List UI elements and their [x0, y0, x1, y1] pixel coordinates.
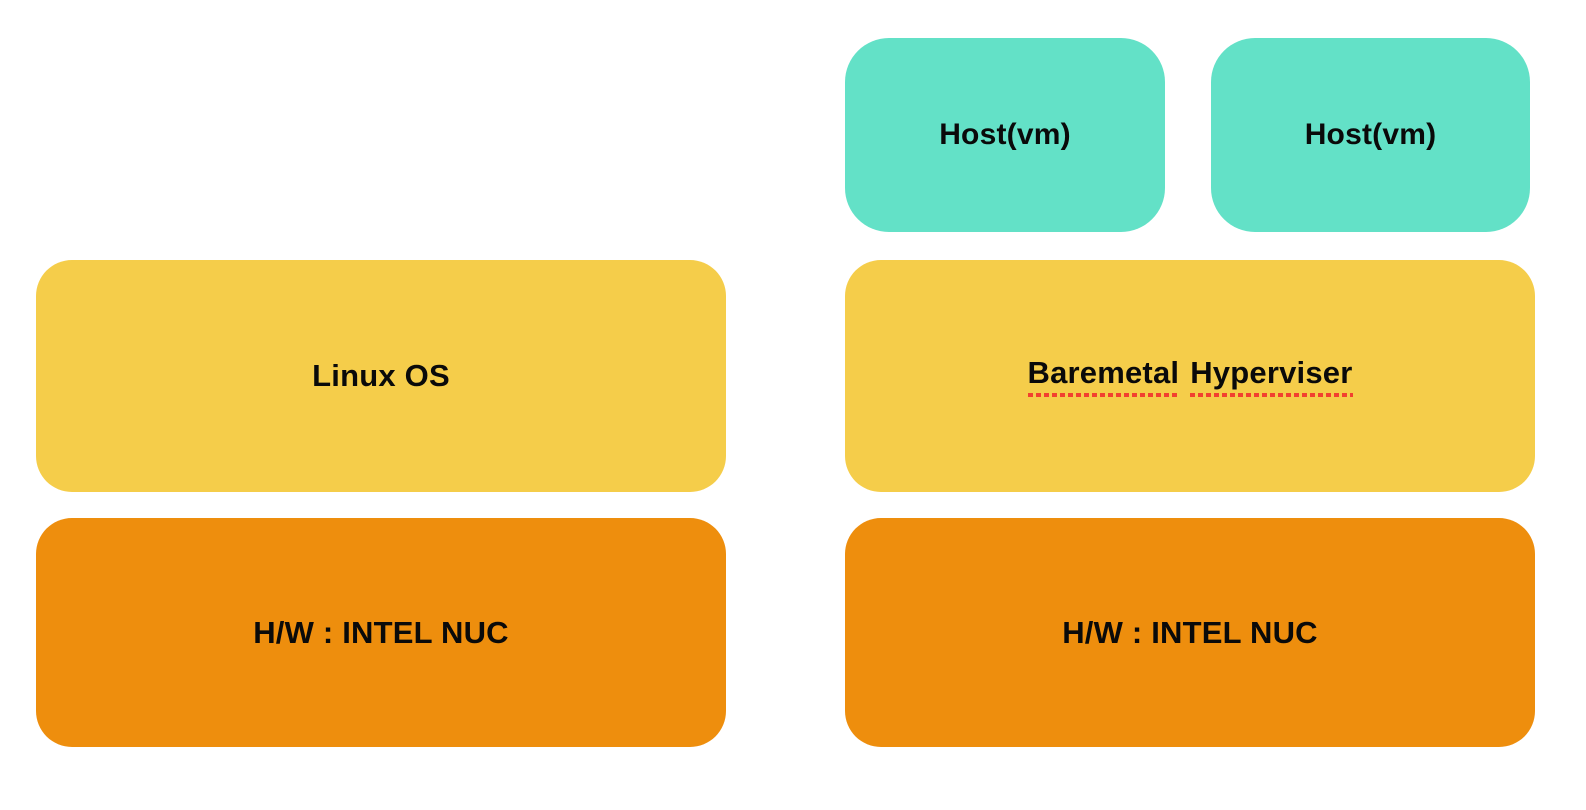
host-vm-1-label: Host(vm) — [939, 118, 1071, 151]
hypervisor-word-baremetal: Baremetal — [1027, 355, 1180, 397]
hardware-right-box: H/W : INTEL NUC — [845, 518, 1535, 747]
hardware-left-box: H/W : INTEL NUC — [36, 518, 726, 747]
host-vm-2-box: Host(vm) — [1211, 38, 1530, 232]
hypervisor-word-hyperviser: Hyperviser — [1190, 355, 1353, 397]
host-vm-1-box: Host(vm) — [845, 38, 1165, 232]
hardware-left-label: H/W : INTEL NUC — [253, 614, 509, 650]
host-vm-2-label: Host(vm) — [1304, 118, 1437, 151]
baremetal-hypervisor-label: Baremetal Hyperviser — [1027, 355, 1353, 397]
linux-os-box: Linux OS — [36, 260, 726, 492]
linux-os-label: Linux OS — [312, 358, 450, 393]
baremetal-hypervisor-box: Baremetal Hyperviser — [845, 260, 1535, 492]
hardware-right-label: H/W : INTEL NUC — [1062, 614, 1318, 650]
